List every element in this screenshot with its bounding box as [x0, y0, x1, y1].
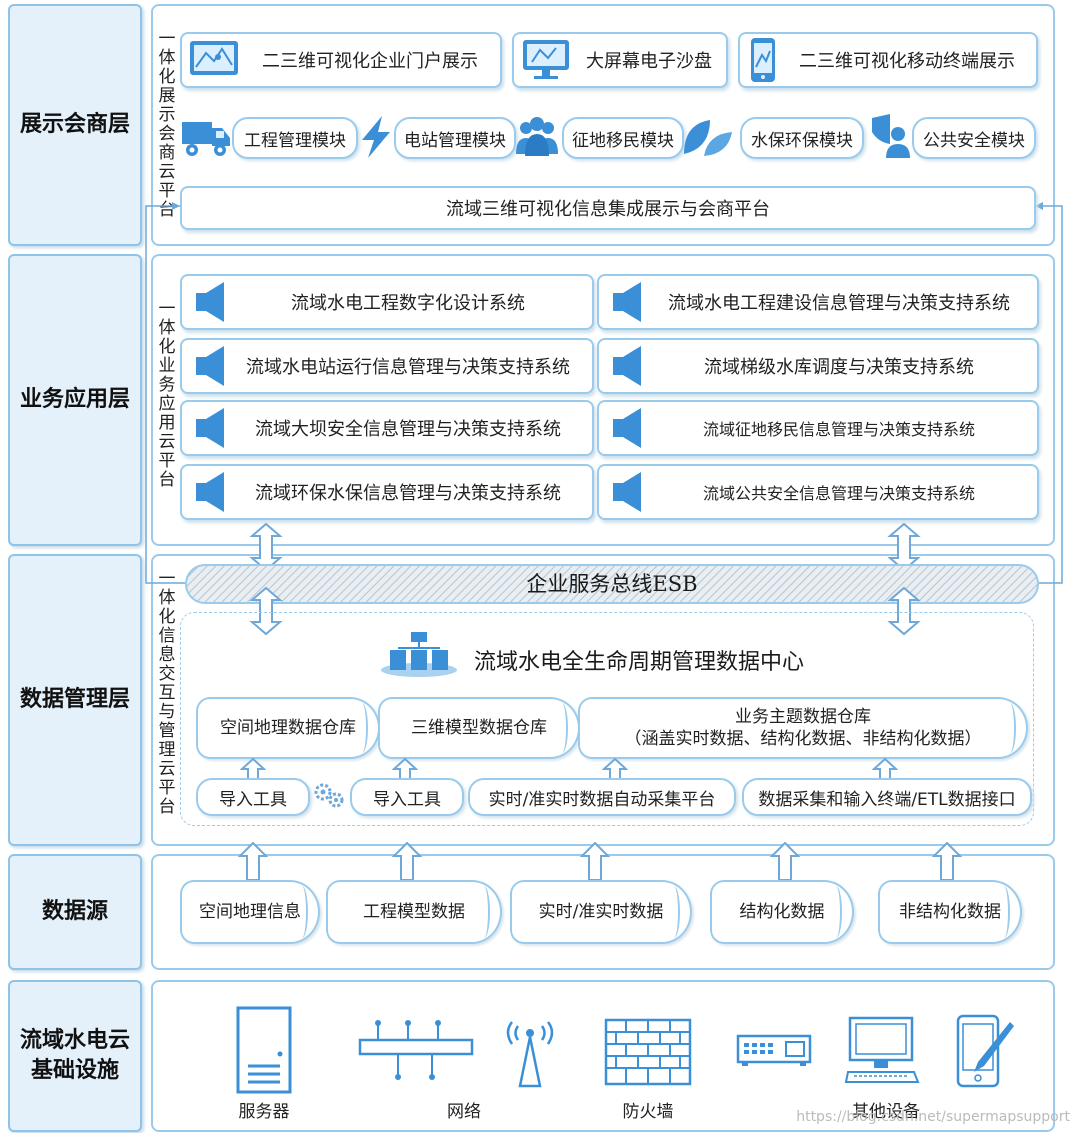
layer-label-data-mgmt: 数据管理层: [8, 554, 142, 846]
module-station: 电站管理模块: [394, 117, 516, 159]
network-icon: [358, 1020, 474, 1080]
speaker-icon: [190, 280, 230, 324]
infra-server-label: 服务器: [238, 1102, 290, 1122]
sandtable-label: 大屏幕电子沙盘: [586, 51, 712, 72]
portal-display-label: 二三维可视化企业门户展示: [262, 51, 478, 72]
layer-label-display: 展示会商层: [8, 4, 142, 246]
source-spatial: 空间地理信息: [180, 880, 320, 944]
business-system-box: 流域征地移民信息管理与决策支持系统: [597, 400, 1039, 456]
speaker-icon: [190, 470, 230, 514]
business-system-box: 流域环保水保信息管理与决策支持系统: [180, 464, 594, 520]
up-arrow-source: [238, 842, 268, 881]
business-system-label: 流域大坝安全信息管理与决策支持系统: [255, 419, 561, 440]
tool-etl-interface: 数据采集和输入终端/ETL数据接口: [742, 778, 1032, 816]
server-icon: [236, 1006, 292, 1094]
business-system-box: 流域水电工程数字化设计系统: [180, 274, 594, 330]
tablet-pen-icon: [956, 1014, 1014, 1088]
database-server-icon: [381, 632, 457, 677]
data-center-title: 流域水电全生命周期管理数据中心: [474, 650, 805, 675]
module-public-safety: 公共安全模块: [912, 117, 1036, 159]
tool-import-1: 导入工具: [196, 778, 310, 816]
infra-firewall-label: 防火墙: [622, 1102, 674, 1122]
business-system-label: 流域公共安全信息管理与决策支持系统: [702, 484, 975, 503]
speaker-icon: [607, 470, 647, 514]
gears-icon: [314, 783, 344, 808]
double-arrow-right-lower: [887, 586, 921, 636]
warehouse-3d-model: 三维模型数据仓库: [378, 697, 580, 759]
portal-display-box: 二三维可视化企业门户展示: [180, 32, 502, 88]
business-system-box: 流域水电工程建设信息管理与决策支持系统: [597, 274, 1039, 330]
up-arrow-source: [932, 842, 962, 881]
layer-label-business: 业务应用层: [8, 254, 142, 546]
business-system-label: 流域水电站运行信息管理与决策支持系统: [246, 357, 570, 378]
firewall-icon: [604, 1018, 692, 1086]
up-arrow-tool-3: [602, 758, 628, 780]
mobile-display-box: 二三维可视化移动终端展示: [738, 32, 1038, 88]
source-engineering-model: 工程模型数据: [326, 880, 502, 944]
business-system-box: 流域大坝安全信息管理与决策支持系统: [180, 400, 594, 456]
antenna-icon: [506, 1021, 554, 1088]
speaker-icon: [190, 406, 230, 450]
tool-import-2: 导入工具: [350, 778, 464, 816]
warehouse-business: 业务主题数据仓库 （涵盖实时数据、结构化数据、非结构化数据）: [578, 697, 1028, 759]
people-icon: [516, 117, 558, 156]
business-system-box: 流域公共安全信息管理与决策支持系统: [597, 464, 1039, 520]
infra-network-label: 网络: [447, 1102, 481, 1122]
up-arrow-tool-2: [392, 758, 418, 780]
source-structured: 结构化数据: [710, 880, 854, 944]
up-arrow-tool-4: [872, 758, 898, 780]
integrated-platform-box: 流域三维可视化信息集成展示与会商平台: [180, 186, 1036, 230]
module-environment: 水保环保模块: [740, 117, 864, 159]
leaves-icon: [684, 120, 732, 156]
data-center-region: [180, 612, 1034, 826]
watermark: https://blog.csdn.net/supermapsupport: [796, 1109, 1070, 1125]
speaker-icon: [190, 344, 230, 388]
mobile-phone-icon: [751, 38, 775, 82]
business-system-box: 流域水电站运行信息管理与决策支持系统: [180, 338, 594, 394]
up-arrow-source: [580, 842, 610, 881]
speaker-icon: [607, 406, 647, 450]
info-cloud-label: 一体化信息交互与管理云平台: [158, 569, 176, 817]
up-arrow-tool-1: [240, 758, 266, 780]
business-system-label: 流域征地移民信息管理与决策支持系统: [702, 420, 975, 439]
layer-label-data-source: 数据源: [8, 854, 142, 970]
module-engineering: 工程管理模块: [232, 117, 358, 159]
sandtable-box: 大屏幕电子沙盘: [512, 32, 728, 88]
source-realtime: 实时/准实时数据: [510, 880, 692, 944]
business-cloud-label: 一体化业务应用云平台: [158, 299, 176, 490]
map-screen-icon: [190, 41, 238, 75]
warehouse-business-line1: 业务主题数据仓库: [735, 706, 871, 727]
business-system-box: 流域梯级水库调度与决策支持系统: [597, 338, 1039, 394]
computer-icon: [844, 1016, 920, 1083]
truck-icon: [182, 122, 230, 156]
infra-other-label: 其他设备: [852, 1102, 920, 1122]
source-unstructured: 非结构化数据: [878, 880, 1022, 944]
switch-device-icon: [736, 1034, 812, 1066]
business-system-label: 流域水电工程数字化设计系统: [291, 293, 525, 314]
speaker-icon: [607, 280, 647, 324]
tool-realtime-platform: 实时/准实时数据自动采集平台: [468, 778, 736, 816]
up-arrow-source: [770, 842, 800, 881]
business-system-label: 流域环保水保信息管理与决策支持系统: [255, 483, 561, 504]
esb-bar: [185, 564, 1039, 604]
security-shield-icon: [872, 114, 910, 158]
lightning-icon: [362, 116, 390, 158]
warehouse-business-line2: （涵盖实时数据、结构化数据、非结构化数据）: [624, 729, 982, 749]
speaker-icon: [607, 344, 647, 388]
monitor-icon: [523, 40, 569, 79]
business-system-label: 流域梯级水库调度与决策支持系统: [704, 357, 974, 378]
double-arrow-left-lower: [249, 586, 283, 636]
business-system-label: 流域水电工程建设信息管理与决策支持系统: [668, 293, 1010, 314]
mobile-display-label: 二三维可视化移动终端展示: [799, 51, 1015, 72]
layer-label-infra: 流域水电云 基础设施: [8, 980, 142, 1132]
module-resettlement: 征地移民模块: [562, 117, 684, 159]
up-arrow-source: [392, 842, 422, 881]
warehouse-spatial: 空间地理数据仓库: [196, 697, 380, 759]
esb-label: 企业服务总线ESB: [526, 572, 698, 596]
